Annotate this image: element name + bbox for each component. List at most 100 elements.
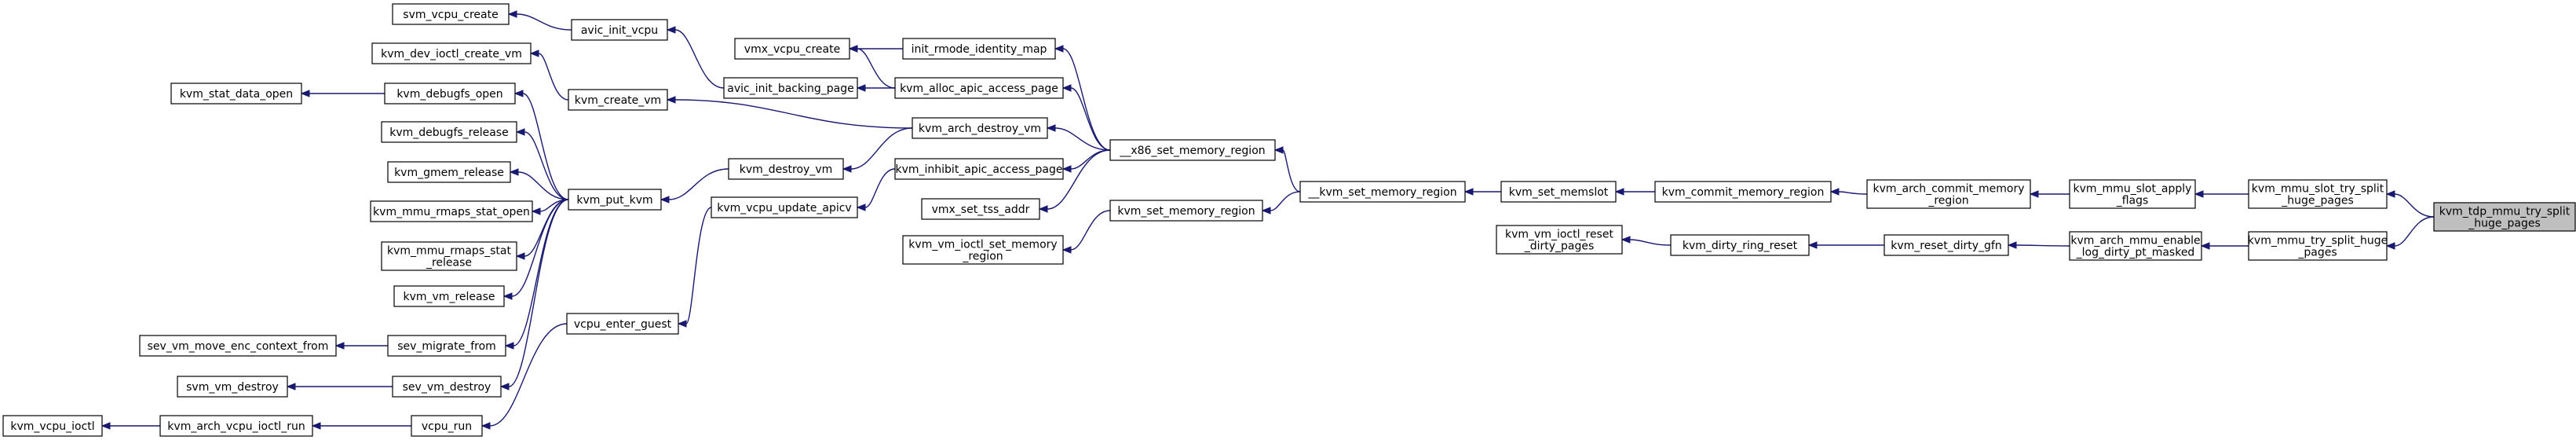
node-label: kvm_mmu_slot_apply — [2074, 183, 2192, 196]
node-box — [912, 117, 1048, 139]
graph-node-init-rmode[interactable]: init_rmode_identity_map — [902, 38, 1056, 60]
edge-arrowhead — [2029, 190, 2039, 198]
graph-node-set-memslot[interactable]: kvm_set_memslot — [1500, 181, 1617, 203]
graph-node-slot-apply-flags[interactable]: kvm_mmu_slot_apply_flags — [2069, 179, 2196, 209]
graph-node-set-memory-region[interactable]: kvm_set_memory_region — [1109, 200, 1263, 222]
node-label: kvm_mmu_rmaps_stat_open — [373, 206, 530, 218]
graph-node-inhibit-apic[interactable]: kvm_inhibit_apic_access_page — [894, 158, 1064, 180]
graph-node-x86-set-mem[interactable]: __x86_set_memory_region — [1109, 139, 1276, 161]
edge-arrowhead — [100, 422, 111, 430]
graph-node-vcpu-enter-guest[interactable]: vcpu_enter_guest — [566, 313, 679, 335]
graph-node-kvm-destroy-vm[interactable]: kvm_destroy_vm — [728, 158, 844, 180]
edge-line — [1070, 210, 1111, 251]
graph-node-vcpu-run[interactable]: vcpu_run — [411, 415, 483, 437]
node-box — [392, 3, 510, 25]
edge-line — [522, 93, 569, 200]
graph-node-kvm-vcpu-ioctl[interactable]: kvm_vcpu_ioctl — [2, 415, 103, 437]
graph-node-stat-data-open[interactable]: kvm_stat_data_open — [170, 82, 302, 104]
graph-node-rmaps-stat-open[interactable]: kvm_mmu_rmaps_stat_open — [370, 200, 533, 222]
edge-arrowhead — [666, 96, 676, 104]
graph-node-debugfs-release[interactable]: kvm_debugfs_release — [381, 121, 517, 143]
graph-node-avic-init-backing[interactable]: avic_init_backing_page — [723, 77, 858, 99]
graph-node-debugfs-open[interactable]: kvm_debugfs_open — [384, 82, 516, 104]
edge-line — [850, 127, 913, 170]
edge-arrowhead — [529, 50, 539, 57]
graph-node-sev-migrate-from[interactable]: sev_migrate_from — [387, 335, 506, 357]
node-label: kvm_arch_commit_memory — [1873, 183, 2024, 196]
node-label: kvm_stat_data_open — [180, 88, 293, 101]
edge-reset_dirty_gfn-to-arch_mmu_enable — [2007, 241, 2070, 249]
edge-arch_destroy_vm-to-x86_set_mem — [1046, 124, 1111, 151]
node-label: kvm_vm_ioctl_set_memory — [908, 239, 1057, 251]
graph-node-sev-vm-destroy[interactable]: sev_vm_destroy — [392, 376, 502, 398]
graph-node-slot-try-split[interactable]: kvm_mmu_slot_try_split_huge_pages — [2248, 179, 2388, 209]
graph-node-svm-vcpu-create[interactable]: svm_vcpu_create — [392, 3, 510, 25]
edge-debugfs_open-to-kvm_put_kvm — [513, 90, 569, 200]
node-label: kvm_vm_release — [403, 291, 495, 303]
graph-node-avic-init-vcpu[interactable]: avic_init_vcpu — [571, 19, 668, 41]
edge-arrowhead — [1463, 188, 1474, 196]
graph-node-vm-ioctl-set-mem[interactable]: kvm_vm_ioctl_set_memory_region — [902, 235, 1064, 265]
graph-node-reset-dirty-gfn[interactable]: kvm_reset_dirty_gfn — [1884, 234, 2009, 256]
edge-arrowhead — [1829, 188, 1840, 196]
graph-node-kvm-set-mem-region[interactable]: __kvm_set_memory_region — [1299, 181, 1466, 203]
node-box — [2248, 231, 2388, 261]
graph-node-dev-ioctl-create-vm[interactable]: kvm_dev_ioctl_create_vm — [371, 42, 532, 64]
edge-debugfs_release-to-kvm_put_kvm — [515, 128, 569, 200]
edge-set_memory_region-to-kvm_set_mem_region — [1261, 191, 1301, 214]
graph-node-vm-ioctl-reset[interactable]: kvm_vm_ioctl_reset_dirty_pages — [1496, 225, 1623, 255]
graph-node-gmem-release[interactable]: kvm_gmem_release — [387, 161, 511, 183]
edge-arrowhead — [1621, 236, 1631, 244]
graph-node-dirty-ring-reset[interactable]: kvm_dirty_ring_reset — [1670, 234, 1810, 256]
graph-node-commit-memory[interactable]: kvm_commit_memory_region — [1654, 181, 1832, 203]
graph-node-tdp[interactable]: kvm_tdp_mmu_try_split_huge_pages — [2433, 202, 2576, 232]
nodes-layer: kvm_tdp_mmu_try_split_huge_pages kvm_mmu_… — [2, 3, 2576, 437]
edge-arch_commit-to-slot_apply_flags — [2029, 190, 2070, 198]
node-label: kvm_set_memslot — [1509, 186, 1609, 199]
graph-node-try-split-huge[interactable]: kvm_mmu_try_split_huge_pages — [2248, 231, 2388, 261]
graph-node-arch-commit[interactable]: kvm_arch_commit_memory_region — [1866, 179, 2031, 209]
graph-node-kvm-create-vm[interactable]: kvm_create_vm — [568, 89, 668, 111]
graph-node-arch-vcpu-ioctl-run[interactable]: kvm_arch_vcpu_ioctl_run — [159, 415, 313, 437]
edge-dev_ioctl_create_vm-to-kvm_create_vm — [529, 50, 569, 101]
graph-node-vmx-vcpu-create[interactable]: vmx_vcpu_create — [734, 38, 850, 60]
edge-line — [685, 207, 712, 324]
node-box — [381, 121, 517, 143]
edge-try_split_huge-to-tdp — [2385, 216, 2435, 250]
node-box — [384, 82, 516, 104]
graph-node-rmaps-stat-release[interactable]: kvm_mmu_rmaps_stat_release — [381, 241, 517, 271]
node-label: init_rmode_identity_map — [912, 43, 1047, 56]
edge-line — [1047, 149, 1111, 210]
edge-line — [864, 168, 896, 208]
edge-avic_init_backing-to-alloc_apic — [856, 84, 895, 92]
edge-vmx_vcpu_create-to-alloc_apic — [848, 45, 896, 89]
edge-line — [2015, 244, 2070, 247]
edge-dirty_ring_reset-to-reset_dirty_gfn — [1807, 241, 1885, 249]
edge-sev_vm_move_enc-to-sev_migrate_from — [334, 342, 388, 350]
edge-arrowhead — [502, 292, 513, 300]
edge-vcpu_update_apicv-to-inhibit_apic — [856, 168, 896, 211]
node-label: _release — [426, 257, 472, 270]
graph-node-kvm-vm-release[interactable]: kvm_vm_release — [393, 285, 505, 307]
graph-node-svm-vm-destroy[interactable]: svm_vm_destroy — [177, 376, 288, 398]
node-label: kvm_alloc_apic_access_page — [900, 82, 1058, 95]
graph-node-arch-destroy-vm[interactable]: kvm_arch_destroy_vm — [912, 117, 1048, 139]
node-label: kvm_destroy_vm — [740, 163, 833, 176]
edge-line — [508, 199, 569, 387]
node-box — [370, 200, 533, 222]
node-label: kvm_tdp_mmu_try_split — [2439, 206, 2571, 218]
graph-node-sev-vm-move-enc[interactable]: sev_vm_move_enc_context_from — [139, 335, 337, 357]
edge-line — [517, 171, 569, 200]
graph-node-vmx-set-tss[interactable]: vmx_set_tss_addr — [921, 198, 1040, 220]
edge-arrowhead — [1807, 241, 1818, 249]
node-label: kvm_set_memory_region — [1117, 205, 1255, 218]
node-label: vmx_vcpu_create — [744, 43, 840, 56]
node-box — [894, 77, 1064, 99]
node-label: _log_dirty_pt_masked — [2076, 247, 2195, 259]
graph-node-kvm-put-kvm[interactable]: kvm_put_kvm — [568, 189, 662, 211]
graph-node-alloc-apic[interactable]: kvm_alloc_apic_access_page — [894, 77, 1064, 99]
edge-arrowhead — [1054, 45, 1064, 53]
graph-node-vcpu-update-apicv[interactable]: kvm_vcpu_update_apicv — [711, 196, 858, 218]
graph-node-arch-mmu-enable[interactable]: kvm_arch_mmu_enable_log_dirty_pt_masked — [2069, 231, 2202, 261]
node-label: sev_vm_destroy — [403, 381, 491, 394]
